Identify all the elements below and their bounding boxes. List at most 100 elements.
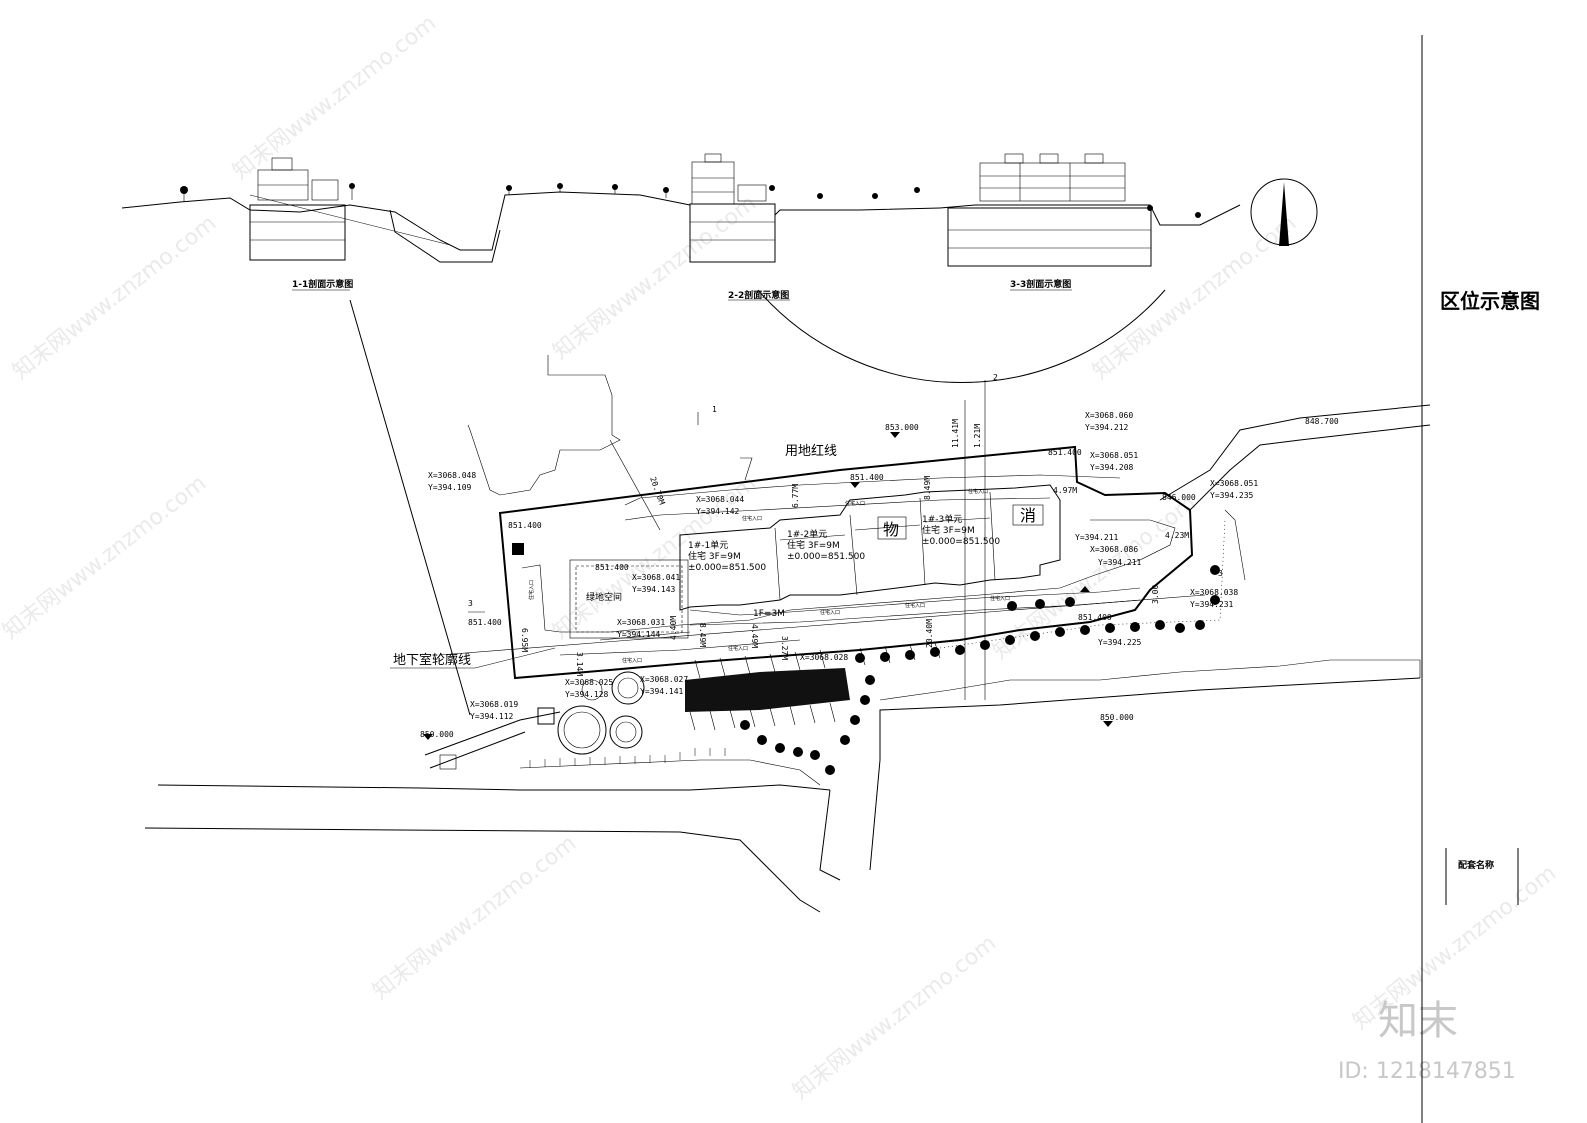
- entrance-label: 住宅入口: [728, 645, 748, 652]
- dimension-label: 4.40M: [669, 616, 678, 640]
- site-labels: 住宅入口 住宅入口 住宅入口 住宅入口 住宅入口 住宅入口 住宅入口 住宅入口 …: [512, 488, 1036, 664]
- dimension-label: 11.41M: [951, 419, 960, 448]
- entrance-label: 住宅入口: [845, 500, 865, 507]
- fire-room: [1012, 504, 1044, 526]
- basement-outline: [521, 519, 1176, 633]
- elevation-851-4: 851.400: [595, 563, 629, 572]
- elevation-851-4: 851.400: [1078, 613, 1112, 622]
- dimension-label: 8.49M: [923, 476, 932, 500]
- dimension-label: 3.14M: [575, 652, 584, 676]
- section-2-2-label: 2-2剖面示意图: [728, 289, 789, 301]
- unit-labels: 1#-1单元 住宅 3F=9M ±0.000=851.500 1#-2单元 住宅…: [688, 513, 1000, 619]
- entrance-label: 住宅入口: [905, 602, 925, 609]
- section-1-leader: [349, 299, 471, 716]
- elevation-851-4: 851.400: [1048, 448, 1082, 457]
- unit-2-name: 1#-2单元: [787, 528, 827, 540]
- elevation-851-4: 851.400: [468, 618, 502, 627]
- dimension-label: 6.77M: [791, 484, 800, 508]
- coord-y: Y=394.142: [696, 507, 740, 516]
- entrance-label: 住宅入口: [968, 488, 988, 495]
- section-1-1-label: 1-1剖面示意图: [292, 278, 353, 290]
- first-floor-height: 1F=3M: [753, 609, 785, 619]
- coord-y: Y=394.225: [1098, 638, 1142, 647]
- section-3-3: 3-3剖面示意图: [914, 153, 1241, 291]
- property-room: [877, 516, 907, 540]
- watermark-text: 知末网www.znzmo.com: [0, 471, 211, 645]
- existing-buildings: [467, 355, 1421, 701]
- title-block: 区位示意图 配套名称: [1421, 35, 1540, 1123]
- watermark-text: 知末网www.znzmo.com: [788, 931, 1001, 1105]
- watermark-text: 知末网www.znzmo.com: [8, 211, 221, 385]
- watermark-text: 知末网www.znzmo.com: [548, 191, 761, 365]
- entrance-label: 住宅入口: [820, 609, 840, 616]
- coord-x: X=3068.031: [617, 618, 665, 627]
- unit-3-use: 住宅 3F=9M: [922, 524, 975, 536]
- coord-x: X=3068.027: [640, 675, 688, 684]
- property-room-label: 物: [883, 520, 899, 539]
- red-line-callout: 用地红线: [785, 443, 837, 459]
- watermark-layer: 知末网www.znzmo.com 知末网www.znzmo.com 知末网www…: [0, 11, 1561, 1105]
- north-arrow: [1250, 178, 1318, 246]
- unit-1-level: ±0.000=851.500: [688, 563, 766, 573]
- section-1-1: 1-1剖面示意图: [121, 157, 691, 291]
- elevation-851-4: 851.400: [850, 473, 884, 482]
- fire-room-label: 消: [1020, 506, 1036, 525]
- coord-y: Y=394.208: [1090, 463, 1134, 472]
- green-space-label: 绿地空间: [586, 591, 622, 603]
- entrance-label: 住宅入口: [742, 515, 762, 522]
- coord-y: Y=394.235: [1210, 491, 1254, 500]
- elevation-850: 850.000: [420, 730, 454, 739]
- coord-y: Y=394.211: [1098, 558, 1142, 567]
- coord-x: X=3068.060: [1085, 411, 1133, 420]
- drawing-title: 区位示意图: [1440, 289, 1540, 313]
- coord-y: Y=394.143: [632, 585, 676, 594]
- section-3-3-label: 3-3剖面示意图: [1010, 278, 1071, 290]
- unit-1-name: 1#-1单元: [688, 539, 728, 551]
- coord-y: Y=394.211: [1075, 533, 1119, 542]
- watermark-logo: 知末: [1378, 998, 1458, 1044]
- coord-y: Y=394.144: [617, 630, 661, 639]
- unit-3-level: ±0.000=851.500: [922, 537, 1000, 547]
- coord-y: Y=394.109: [428, 483, 472, 492]
- elevation-851-4: 851.400: [508, 521, 542, 530]
- coord-x: X=3068.051: [1090, 451, 1138, 460]
- unit-2-level: ±0.000=851.500: [787, 552, 865, 562]
- coord-x: X=3068.038: [1190, 588, 1238, 597]
- entrance-label: 住宅入口: [990, 595, 1010, 602]
- unit-2-use: 住宅 3F=9M: [787, 539, 840, 551]
- coord-y: Y=394.231: [1190, 600, 1234, 609]
- unit-3-name: 1#-3单元: [922, 513, 962, 525]
- section-index-arc: [757, 289, 1166, 384]
- coord-y: Y=394.212: [1085, 423, 1129, 432]
- residential-building: [679, 484, 1061, 611]
- roads: [144, 404, 1431, 913]
- basement-outline-callout: 地下室轮廓线: [393, 652, 471, 668]
- coord-y: Y=394.112: [470, 712, 514, 721]
- coord-y: Y=394.141: [640, 687, 684, 696]
- coord-x: X=3068.025: [565, 678, 613, 687]
- coord-x: X=3068.028: [800, 653, 848, 662]
- dimension-label: 6.95M: [520, 628, 529, 652]
- elevation-850: 850.000: [1100, 713, 1134, 722]
- unit-1-use: 住宅 3F=9M: [688, 550, 741, 562]
- dimension-label: 4.49M: [750, 624, 759, 648]
- dimension-label: 4.23M: [1165, 531, 1189, 540]
- dimension-label: 20.40M: [925, 619, 934, 648]
- coord-x: X=3068.041: [632, 573, 680, 582]
- cut-3-label-right: 3: [1218, 569, 1223, 578]
- callouts: 用地红线 地下室轮廓线: [390, 443, 837, 669]
- watermark-text: 知末网www.znzmo.com: [228, 11, 441, 185]
- coord-x: X=3068.044: [696, 495, 744, 504]
- section-2-2: 2-2剖面示意图: [689, 153, 941, 301]
- cut-2-label: 2: [993, 373, 998, 382]
- coord-x: X=3068.019: [470, 700, 518, 709]
- north-arrow-pointer: [1279, 182, 1289, 246]
- field-label: 配套名称: [1458, 859, 1494, 871]
- entrance-label: 住宅入口: [622, 657, 642, 664]
- entrance-label: 住宅入口: [528, 580, 535, 600]
- elevation-markers: 853.000 851.400 851.400 851.400 851.400 …: [420, 417, 1339, 740]
- elevation-853: 853.000: [885, 423, 919, 432]
- coord-x: X=3068.048: [428, 471, 476, 480]
- entrance-plaza: [424, 671, 821, 786]
- cut-1-label: 1: [712, 405, 717, 414]
